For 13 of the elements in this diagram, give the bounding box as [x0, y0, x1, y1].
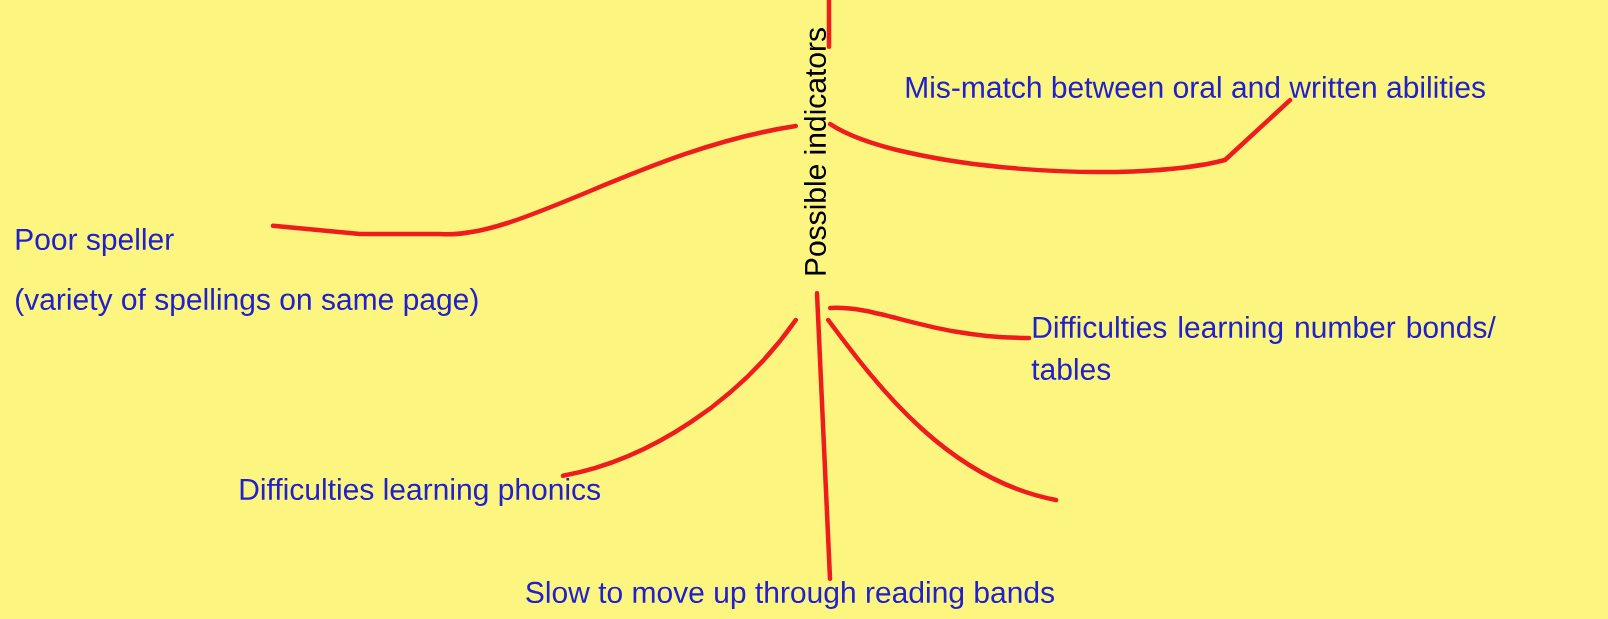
- branch-label: Poor speller (variety of spellings on same page): [16, 228, 478, 316]
- branch-label: Difficulties learning phonics: [240, 478, 600, 506]
- branch-line: [814, 291, 833, 582]
- central-label: Possible indicators: [804, 28, 827, 275]
- branch-line: [828, 305, 1032, 341]
- branch-label: Mis-match between oral and written abilities: [906, 76, 1485, 98]
- branch-label: Slow to move up through reading bands: [526, 581, 1054, 609]
- branch-line: [270, 123, 799, 237]
- branch-line: [560, 317, 799, 479]
- branch-line: [826, 0, 832, 49]
- branch-label: Difficulties learning number bonds/ tables: [1031, 316, 1496, 381]
- branch-line: [828, 97, 1293, 175]
- branch-line: [826, 317, 1059, 503]
